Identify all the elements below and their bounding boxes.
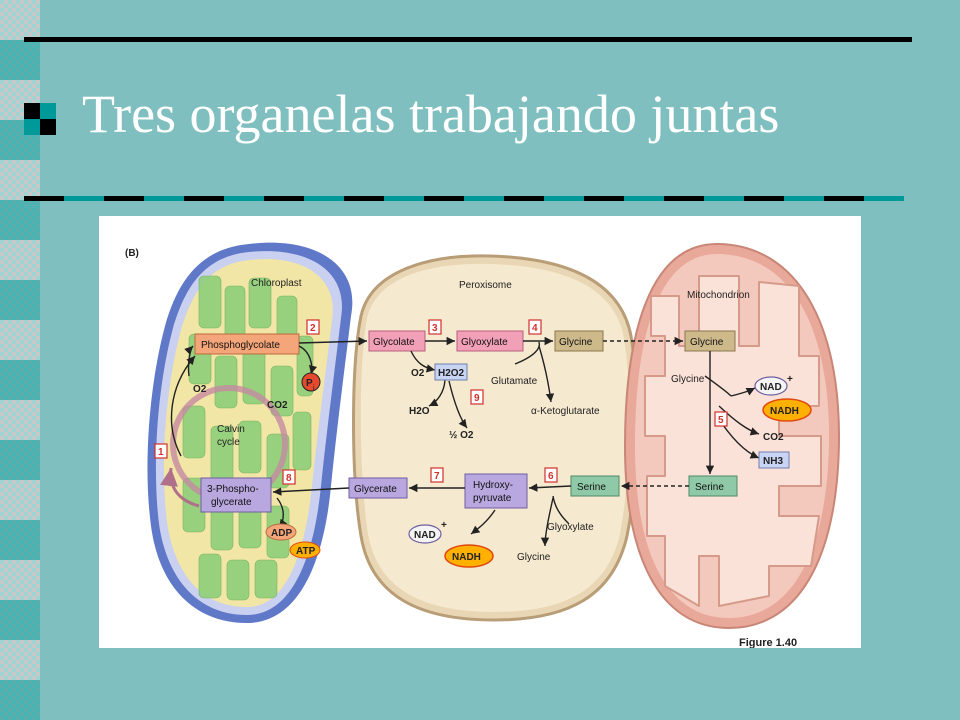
glycine-perox-text: Glycine bbox=[559, 337, 593, 348]
nadh-mito-badge bbox=[762, 398, 812, 422]
slide-title: Tres organelas trabajando juntas bbox=[82, 84, 780, 144]
hydroxypyruvate-text-2: pyruvate bbox=[473, 493, 512, 504]
hydroxypyruvate-box bbox=[464, 473, 528, 509]
atp-badge bbox=[289, 541, 321, 559]
serine-mito-text: Serine bbox=[695, 482, 724, 493]
glutamate-label: Glutamate bbox=[491, 376, 538, 387]
step-5: 5 bbox=[718, 415, 724, 426]
glycine-bottom-label: Glycine bbox=[517, 552, 551, 563]
photorespiration-figure: (B) Chloroplast bbox=[99, 216, 861, 648]
panel-label: (B) bbox=[125, 248, 139, 259]
title-bullet-icon bbox=[24, 103, 56, 135]
nh3-box bbox=[758, 451, 790, 469]
arrow-glycerate-to-pga bbox=[272, 487, 350, 496]
arrow-co2-mito bbox=[718, 405, 760, 436]
arrow-pi-side bbox=[298, 345, 318, 375]
serine-perox-text: Serine bbox=[577, 482, 606, 493]
dashed-rule bbox=[24, 196, 904, 201]
step-8: 8 bbox=[286, 473, 292, 484]
nadh-mito-label: NADH bbox=[770, 406, 799, 417]
step-1: 1 bbox=[158, 447, 164, 458]
pga-text-2: glycerate bbox=[211, 497, 252, 508]
half-o2-label: ½ O2 bbox=[449, 430, 474, 441]
phosphoglycolate-text: Phosphoglycolate bbox=[201, 340, 280, 351]
nadh-perox-label: NADH bbox=[452, 552, 481, 563]
co2-chloro-label: CO2 bbox=[267, 400, 288, 411]
pga-text-1: 3-Phospho- bbox=[207, 484, 259, 495]
nadh-perox-badge bbox=[444, 544, 494, 568]
step-4: 4 bbox=[532, 323, 538, 334]
figure-caption: Figure 1.40 bbox=[739, 637, 797, 648]
step-9: 9 bbox=[474, 393, 480, 404]
arrow-glycine-bottom bbox=[540, 497, 554, 547]
arrow-glycine-free bbox=[704, 375, 732, 397]
step-badges: 1 2 3 4 5 6 7 8 9 bbox=[154, 319, 728, 485]
nad-perox-plus: + bbox=[441, 520, 447, 531]
arrow-h2o2-split bbox=[428, 377, 446, 407]
nad-perox-badge bbox=[408, 524, 442, 544]
peroxisome-label: Peroxisome bbox=[459, 280, 512, 291]
adp-label: ADP bbox=[271, 528, 292, 539]
arrow-nadh-perox bbox=[470, 509, 496, 535]
o2-chloro-label: O2 bbox=[193, 384, 207, 395]
arrow-o2-perox bbox=[410, 350, 436, 373]
phosphoglycolate-box bbox=[194, 333, 300, 355]
calvin-label-2: cycle bbox=[217, 437, 240, 448]
arrow-glyoxylate-glycine bbox=[552, 495, 570, 525]
glycolate-text: Glycolate bbox=[373, 337, 415, 348]
nad-mito-badge bbox=[754, 376, 788, 396]
step-2: 2 bbox=[310, 323, 316, 334]
arrow-aketoglutarate bbox=[538, 345, 555, 403]
h2o2-box bbox=[434, 363, 468, 381]
o2-perox-label: O2 bbox=[411, 368, 425, 379]
chloroplast-label: Chloroplast bbox=[251, 278, 302, 289]
arrow-serine-to-hydroxypyruvate bbox=[528, 483, 572, 492]
atp-label: ATP bbox=[296, 546, 316, 557]
nad-perox-label: NAD bbox=[414, 530, 436, 541]
arrow-nad-mito bbox=[730, 387, 756, 397]
chloroplast: Chloroplast bbox=[147, 242, 353, 624]
step-3: 3 bbox=[432, 323, 438, 334]
glyoxylate-2-label: Glyoxylate bbox=[547, 522, 594, 533]
aketoglutarate-label: α-Ketoglutarate bbox=[531, 406, 600, 417]
nad-mito-plus: + bbox=[787, 374, 793, 385]
calvin-label-1: Calvin bbox=[217, 424, 245, 435]
pga-box bbox=[200, 477, 272, 513]
h2o2-label: H2O2 bbox=[438, 368, 465, 379]
hydroxypyruvate-text-1: Hydroxy- bbox=[473, 480, 513, 491]
co2-mito-label: CO2 bbox=[763, 432, 784, 443]
glycine-mito-text: Glycine bbox=[690, 337, 724, 348]
arrow-half-o2 bbox=[448, 380, 468, 429]
pi-sub-label: i bbox=[313, 385, 315, 392]
h2o-label: H2O bbox=[409, 406, 430, 417]
nh3-label: NH3 bbox=[763, 456, 783, 467]
arrow-calvin-to-phosphoglycolate bbox=[170, 355, 196, 457]
pi-badge bbox=[301, 372, 321, 392]
glycerate-text: Glycerate bbox=[354, 484, 397, 495]
mitochondrion-label: Mitochondrion bbox=[687, 290, 750, 301]
adp-badge bbox=[265, 523, 297, 541]
arrow-pga-to-calvin bbox=[160, 467, 200, 508]
pi-label: P bbox=[306, 378, 313, 389]
glyoxylate-text: Glyoxylate bbox=[461, 337, 508, 348]
top-rule bbox=[24, 37, 912, 42]
arrow-glutamate bbox=[514, 341, 541, 365]
nad-mito-label: NAD bbox=[760, 382, 782, 393]
glycine-free-label: Glycine bbox=[671, 374, 705, 385]
arrow-phosphoglycolate-to-glycolate bbox=[298, 337, 368, 346]
step-7: 7 bbox=[434, 471, 440, 482]
peroxisome: Peroxisome bbox=[352, 254, 639, 622]
step-6: 6 bbox=[548, 471, 554, 482]
